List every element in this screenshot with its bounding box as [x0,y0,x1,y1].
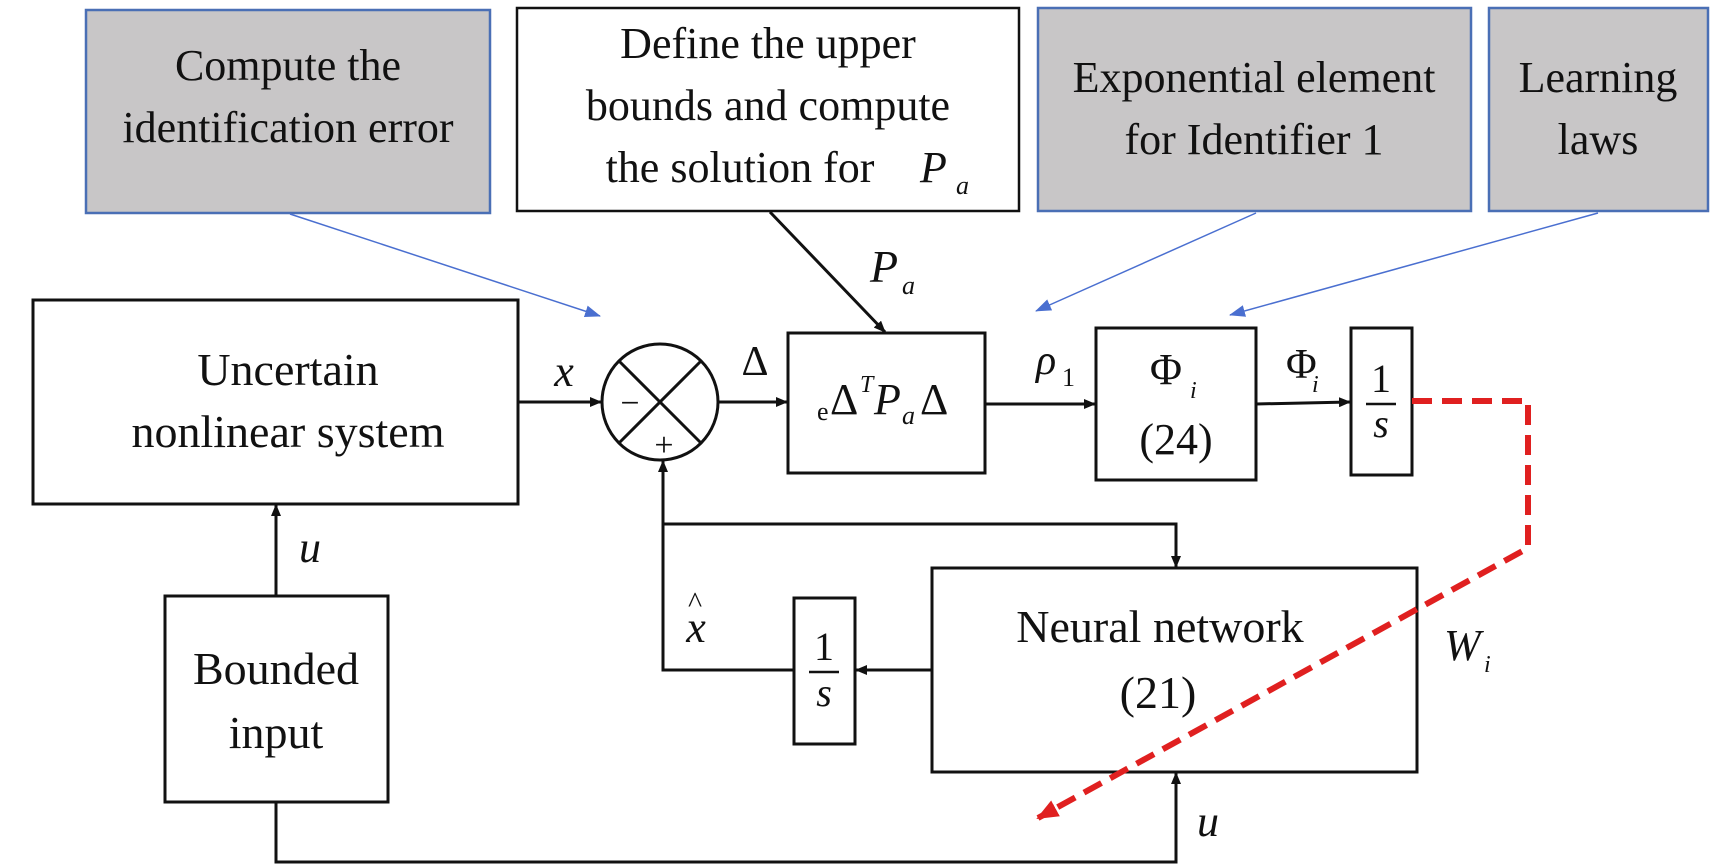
note-arrow-learning-laws [1229,212,1599,317]
block-bounded-input: Bounded input [163,594,390,804]
label-rho-sub: 1 [1062,363,1075,392]
signal-u-bottom-line [274,772,1181,864]
summing-junction: − + [600,342,720,464]
block-phi-sub: i [1190,378,1197,404]
integrator-top-den: s [1373,401,1389,446]
block-exponential-a: a [902,401,915,430]
note-arrow-upper-bounds [768,210,887,334]
note-upper-bounds-symbol: P [919,143,947,192]
note-upper-bounds-subscript: a [956,171,969,200]
signal-phi-line [1255,397,1351,408]
block-neural-network-line1: Neural network [1016,601,1303,652]
integrator-bottom-num: 1 [814,624,834,669]
signal-feedback-branch [663,522,1181,568]
block-exponential-delta2: Δ [920,375,948,424]
label-u-bottom: u [1197,797,1219,846]
block-exponential-P: P [873,375,901,424]
note-identification-error: Compute the identification error [84,8,492,215]
summing-junction-cross-b [617,359,703,445]
signal-wi-dashed-arrow [1036,398,1531,821]
note-upper-bounds-line2: bounds and compute [586,81,950,130]
label-u-top: u [299,523,321,572]
integrator-top-num: 1 [1371,356,1391,401]
note-learning-laws-line2: laws [1558,115,1639,164]
label-phi-sub: i [1312,372,1319,398]
summing-junction-minus: − [620,385,639,422]
block-phi-symbol: Φ [1150,345,1182,394]
label-W-sub: i [1484,652,1491,678]
label-rho: ρ [1034,338,1056,384]
block-exponential-delta: Δ [830,375,858,424]
block-neural-network-line2: (21) [1120,667,1197,718]
block-integrator-top: 1 s [1349,326,1414,477]
block-exponential: e Δ T P a Δ [786,331,987,475]
summing-junction-plus: + [654,427,673,464]
block-uncertain-system-line1: Uncertain [197,344,378,395]
block-exponential-transpose: T [860,372,875,398]
label-xhat-hat: ^ [688,586,702,619]
label-Pa-a: a [902,271,915,300]
note-learning-laws: Learning laws [1487,6,1710,213]
note-upper-bounds: Define the upper bounds and compute the … [515,6,1021,213]
block-bounded-input-line2: input [229,707,324,758]
note-identification-error-line2: identification error [122,103,453,152]
label-x: x [553,347,574,396]
label-W: W [1444,621,1484,670]
note-exponential-element-line2: for Identifier 1 [1125,115,1384,164]
block-uncertain-system-line2: nonlinear system [132,406,445,457]
block-exponential-e: e [817,397,829,426]
block-integrator-bottom: 1 s [792,596,857,746]
note-upper-bounds-line1: Define the upper [620,19,916,68]
block-bounded-input-line1: Bounded [193,643,359,694]
label-delta: Δ [741,339,768,385]
block-neural-network: Neural network (21) [930,566,1419,774]
note-exponential-element-line1: Exponential element [1073,53,1436,102]
note-identification-error-line1: Compute the [175,41,401,90]
integrator-bottom-den: s [816,670,832,715]
label-phi: Φ [1286,342,1317,388]
block-phi-eq: (24) [1139,415,1212,464]
note-arrow-identification-error [289,213,601,318]
note-learning-laws-line1: Learning [1519,53,1678,102]
label-Pa-P: P [869,241,898,292]
block-uncertain-system: Uncertain nonlinear system [31,298,520,506]
note-exponential-element: Exponential element for Identifier 1 [1036,6,1473,213]
note-arrow-exponential-element [1035,212,1257,312]
note-upper-bounds-line3: the solution for [606,143,875,192]
signal-xhat-line [658,460,794,672]
block-phi: Φ i (24) [1094,326,1258,482]
label-xhat-x: x [685,603,706,652]
